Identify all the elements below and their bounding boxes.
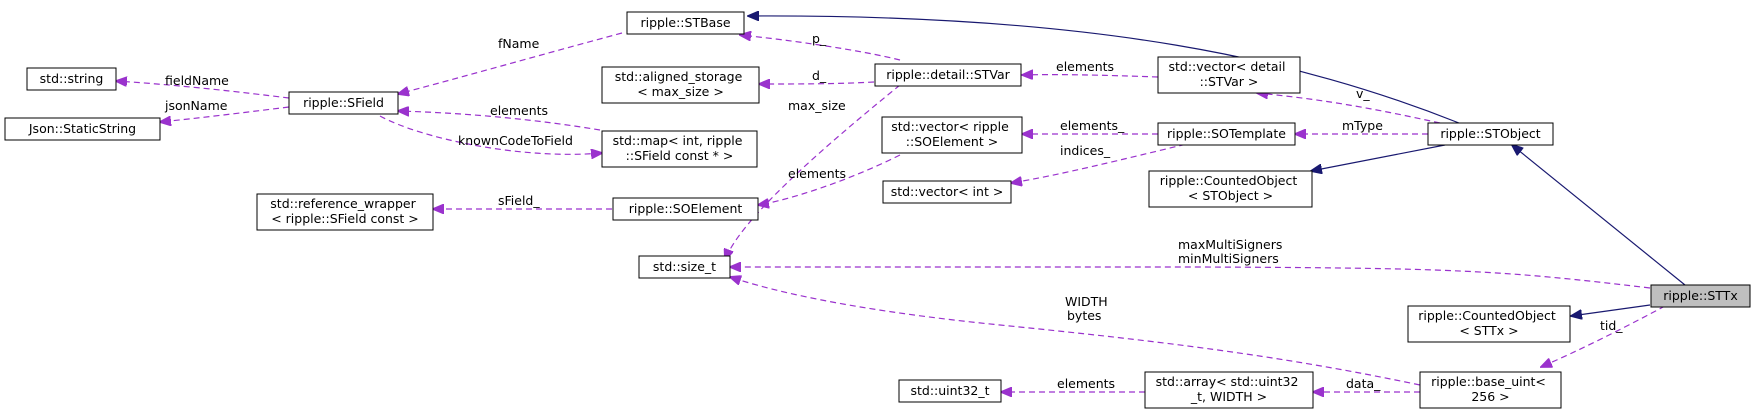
edge-stvar-to-stbase-p — [740, 35, 901, 61]
edge-label-maxsize: max_size — [788, 98, 846, 113]
svg-text:std::array< std::uint32: std::array< std::uint32 _t, WIDTH > — [1156, 374, 1303, 404]
edge-stobject-inherits-countedobject — [1311, 144, 1446, 171]
svg-text:ripple::STBase: ripple::STBase — [640, 15, 730, 30]
edge-sttx-to-sizet-multisigners — [730, 267, 1651, 289]
edge-label-jsonname: jsonName — [164, 98, 228, 113]
node-ripple-countedobject-sttx[interactable]: ripple::CountedObject < STTx > — [1407, 305, 1571, 343]
node-std-array[interactable]: std::array< std::uint32 _t, WIDTH > — [1144, 371, 1314, 409]
edge-label-fieldname: fieldName — [165, 73, 229, 88]
svg-text:ripple::STTx: ripple::STTx — [1663, 288, 1737, 303]
edge-label-elements-soel: elements — [788, 166, 846, 181]
edge-stmap-to-sfield-elements — [398, 111, 601, 131]
edge-stobject-inherits-stbase — [748, 16, 1460, 124]
edge-label-v: v_ — [1356, 86, 1370, 101]
edge-vecstvar-to-stvar-elements — [1022, 75, 1159, 77]
node-std-string[interactable]: std::string — [26, 67, 117, 91]
edge-sttx-inherits-countedobject — [1571, 304, 1651, 316]
node-ripple-stbase[interactable]: ripple::STBase — [626, 11, 745, 35]
node-ripple-soelement[interactable]: ripple::SOElement — [612, 197, 759, 221]
node-std-map[interactable]: std::map< int, ripple ::SField const * > — [601, 130, 758, 168]
edge-label-elements-vecsoel: elements_ — [1060, 118, 1125, 133]
edge-label-widthbytes: WIDTH bytes — [1065, 294, 1112, 323]
edge-vecsoel-to-soelement-elements — [758, 154, 901, 205]
node-std-uint32-t[interactable]: std::uint32_t — [898, 379, 1002, 403]
svg-text:std::uint32_t: std::uint32_t — [910, 383, 989, 398]
svg-text:std::map< int, ripple ::: std::map< int, ripple ::SField const * > — [613, 133, 747, 163]
node-std-size-t[interactable]: std::size_t — [638, 255, 731, 279]
svg-text:std::aligned_storage < m: std::aligned_storage < max_size > — [615, 69, 747, 99]
edge-stobject-to-vecstvar-v — [1257, 93, 1441, 124]
node-ripple-base-uint[interactable]: ripple::base_uint< 256 > — [1419, 371, 1562, 409]
edge-label-indices: indices_ — [1060, 143, 1111, 158]
node-json-staticstring[interactable]: Json::StaticString — [4, 117, 161, 141]
edge-stvar-to-aligned-d — [759, 82, 875, 84]
node-ripple-sfield[interactable]: ripple::SField — [288, 91, 399, 115]
edge-label-p: p_ — [812, 31, 827, 46]
svg-text:ripple::CountedObject <: ripple::CountedObject < STTx > — [1418, 308, 1560, 338]
edge-labels: fName fieldName jsonName elements knownC… — [164, 31, 1623, 391]
edge-label-sfield-ref: sField_ — [498, 193, 540, 208]
edge-label-mtype: mType — [1342, 118, 1383, 133]
svg-text:std::vector< ripple ::SO: std::vector< ripple ::SOElement > — [891, 119, 1013, 149]
edge-label-fname: fName — [498, 36, 540, 51]
node-std-vector-stvar[interactable]: std::vector< detail ::STVar > — [1157, 56, 1301, 94]
node-std-vector-soelement[interactable]: std::vector< ripple ::SOElement > — [881, 116, 1023, 154]
edge-label-knowncode: knownCodeToField — [458, 133, 573, 148]
svg-text:ripple::SField: ripple::SField — [303, 95, 384, 110]
svg-text:Json::StaticString: Json::StaticString — [28, 121, 136, 136]
edge-label-tid: tid_ — [1600, 318, 1623, 333]
edge-stvar-to-sizet-maxsize — [725, 84, 901, 260]
node-std-reference-wrapper[interactable]: std::reference_wrapper < ripple::SField … — [256, 193, 434, 231]
edge-sttx-inherits-stobject — [1512, 145, 1686, 286]
edge-sfield-to-string-fieldname — [116, 81, 290, 99]
edge-baseuint-to-sizet-widthbytes — [730, 277, 1421, 386]
node-std-vector-int[interactable]: std::vector< int > — [882, 180, 1012, 204]
node-std-aligned-storage[interactable]: std::aligned_storage < max_size > — [601, 66, 760, 104]
svg-text:std::vector< detail ::ST: std::vector< detail ::STVar > — [1169, 59, 1290, 89]
edge-sfield-to-stmap-knowncode — [379, 115, 602, 154]
node-ripple-sttx[interactable]: ripple::STTx — [1650, 284, 1751, 308]
svg-text:ripple::SOTemplate: ripple::SOTemplate — [1167, 126, 1286, 141]
edge-sotemplate-to-vecint-indices — [1011, 141, 1196, 183]
edge-label-elements-stvar: elements — [1056, 59, 1114, 74]
svg-text:std::string: std::string — [40, 71, 104, 86]
svg-text:std::size_t: std::size_t — [653, 259, 716, 274]
node-ripple-countedobject-stobject[interactable]: ripple::CountedObject < STObject > — [1148, 170, 1313, 208]
svg-text:ripple::SOElement: ripple::SOElement — [629, 201, 743, 216]
svg-text:std::reference_wrapper <: std::reference_wrapper < ripple::SField … — [270, 196, 419, 226]
edge-label-elements-arr: elements — [1057, 376, 1115, 391]
edge-sttx-to-baseuint-tid — [1541, 305, 1666, 367]
svg-text:ripple::STObject: ripple::STObject — [1440, 126, 1540, 141]
edge-label-d: d_ — [812, 68, 827, 83]
svg-text:ripple::base_uint< 256 >: ripple::base_uint< 256 > — [1431, 374, 1550, 404]
edge-sfield-to-stbase-fname — [398, 32, 623, 94]
edge-label-elements-map: elements — [490, 103, 548, 118]
svg-text:std::vector< int >: std::vector< int > — [891, 184, 1004, 199]
edge-label-multisigners: maxMultiSigners minMultiSigners — [1178, 237, 1286, 266]
node-ripple-detail-stvar[interactable]: ripple::detail::STVar — [874, 63, 1022, 87]
svg-text:ripple::CountedObject <: ripple::CountedObject < STObject > — [1160, 173, 1302, 203]
svg-text:ripple::detail::STVar: ripple::detail::STVar — [886, 67, 1010, 82]
node-ripple-sotemplate[interactable]: ripple::SOTemplate — [1157, 122, 1296, 146]
node-ripple-stobject[interactable]: ripple::STObject — [1427, 122, 1554, 146]
edge-label-data: data_ — [1346, 376, 1381, 391]
